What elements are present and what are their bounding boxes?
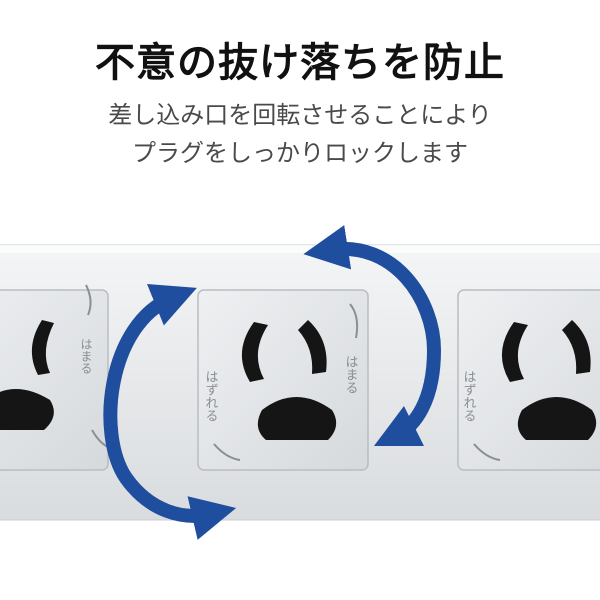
rotate-arrow-left-icon [103, 284, 237, 540]
page-title: 不意の抜け落ちを防止 [95, 40, 505, 86]
description-line-2: プラグをしっかりロックします [132, 139, 468, 167]
outlet-left[interactable]: はまる [0, 284, 111, 471]
power-strip-illustration: はまる はまる はずれる はずれる [0, 225, 600, 540]
description: 差し込み口を回転させることにより プラグをしっかりロックします [0, 96, 600, 172]
outlet-center-release-label: はずれる [203, 370, 219, 422]
outlet-center[interactable]: はまる はずれる [197, 289, 369, 471]
rotate-arrow-right-icon [303, 225, 442, 447]
outlet-right-release-label: はずれる [461, 370, 477, 422]
outlet-center-lock-label: はまる [343, 355, 358, 394]
description-line-1: 差し込み口を回転させることにより [108, 101, 492, 129]
outlet-right[interactable]: はずれる [457, 289, 600, 471]
outlet-left-lock-label: はまる [79, 338, 93, 374]
